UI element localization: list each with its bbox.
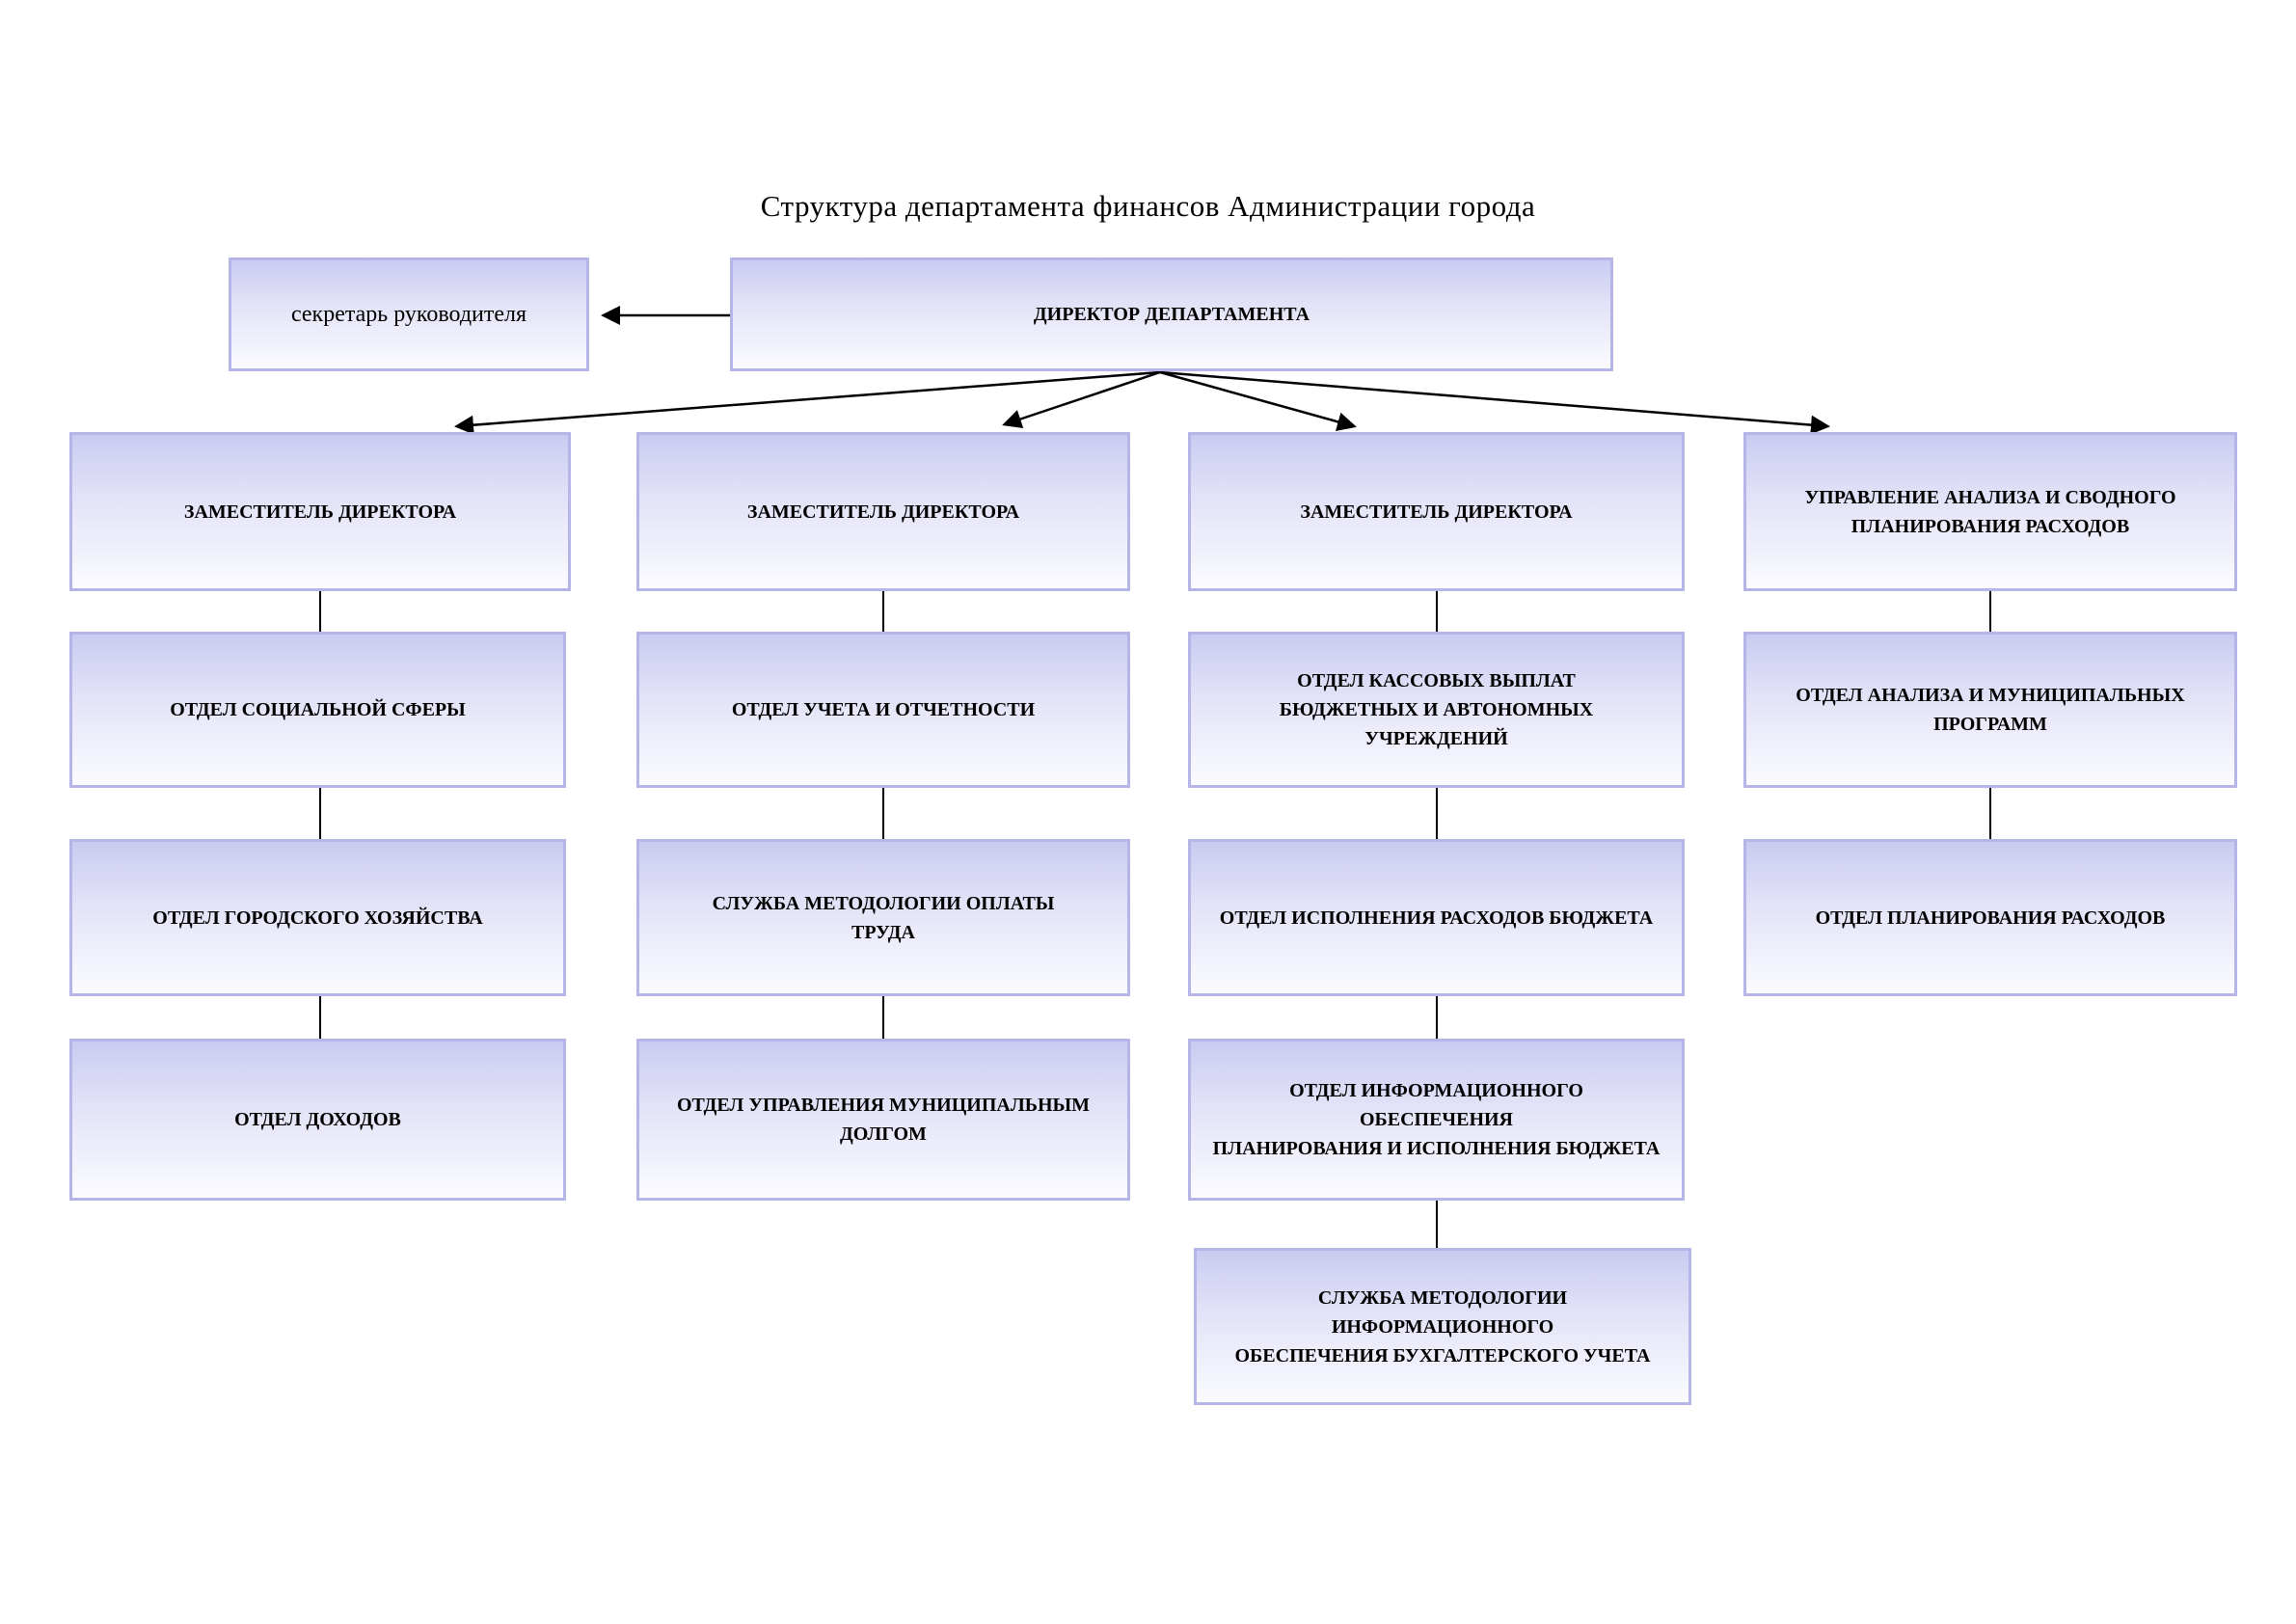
org-box-pay-methodology-service: СЛУЖБА МЕТОДОЛОГИИ ОПЛАТЫ ТРУДА [636,839,1130,996]
org-box-analysis-municipal-programs-dept: ОТДЕЛ АНАЛИЗА И МУНИЦИПАЛЬНЫХ ПРОГРАММ [1743,632,2237,788]
org-box-accounting-dept: ОТДЕЛ УЧЕТА И ОТЧЕТНОСТИ [636,632,1130,788]
org-box-label: ОТДЕЛ ДОХОДОВ [234,1109,401,1130]
org-box-expenditure-planning-dept: ОТДЕЛ ПЛАНИРОВАНИЯ РАСХОДОВ [1743,839,2237,996]
org-box-social-sphere-dept: ОТДЕЛ СОЦИАЛЬНОЙ СФЕРЫ [69,632,566,788]
org-box-label: ОТДЕЛ УПРАВЛЕНИЯ МУНИЦИПАЛЬНЫМ ДОЛГОМ [676,1095,1091,1145]
org-box-label: ОТДЕЛ КАССОВЫХ ВЫПЛАТ БЮДЖЕТНЫХ И АВТОНО… [1279,670,1594,749]
org-box-label: ОТДЕЛ ИСПОЛНЕНИЯ РАСХОДОВ БЮДЖЕТА [1219,907,1654,929]
org-box-accounting-info-methodology-service: СЛУЖБА МЕТОДОЛОГИИ ИНФОРМАЦИОННОГО ОБЕСП… [1194,1248,1691,1405]
org-box-deputy-director-1: ЗАМЕСТИТЕЛЬ ДИРЕКТОРА [69,432,571,591]
org-box-director-label: ДИРЕКТОР ДЕПАРТАМЕНТА [1033,304,1310,325]
org-box-label: ОТДЕЛ ГОРОДСКОГО ХОЗЯЙСТВА [152,907,483,929]
org-box-label: УПРАВЛЕНИЕ АНАЛИЗА И СВОДНОГО ПЛАНИРОВАН… [1804,486,2176,537]
org-box-information-support-dept: ОТДЕЛ ИНФОРМАЦИОННОГО ОБЕСПЕЧЕНИЯ ПЛАНИР… [1188,1039,1685,1201]
org-box-revenue-dept: ОТДЕЛ ДОХОДОВ [69,1039,566,1201]
org-box-label: ОТДЕЛ УЧЕТА И ОТЧЕТНОСТИ [731,699,1036,720]
org-box-label: ЗАМЕСТИТЕЛЬ ДИРЕКТОРА [1300,501,1573,523]
org-box-label: ОТДЕЛ АНАЛИЗА И МУНИЦИПАЛЬНЫХ ПРОГРАММ [1796,685,2185,735]
page-title: Структура департамента финансов Админист… [760,189,1536,223]
org-box-label: ОТДЕЛ СОЦИАЛЬНОЙ СФЕРЫ [170,699,466,720]
org-box-label: ЗАМЕСТИТЕЛЬ ДИРЕКТОРА [746,501,1020,523]
org-box-director: ДИРЕКТОР ДЕПАРТАМЕНТА [730,257,1613,371]
org-box-secretary: секретарь руководителя [229,257,589,371]
org-box-budget-expenditure-execution-dept: ОТДЕЛ ИСПОЛНЕНИЯ РАСХОДОВ БЮДЖЕТА [1188,839,1685,996]
org-box-secretary-label: секретарь руководителя [290,302,527,327]
org-box-label: СЛУЖБА МЕТОДОЛОГИИ ИНФОРМАЦИОННОГО ОБЕСП… [1234,1286,1651,1367]
org-box-city-economy-dept: ОТДЕЛ ГОРОДСКОГО ХОЗЯЙСТВА [69,839,566,996]
org-box-label: СЛУЖБА МЕТОДОЛОГИИ ОПЛАТЫ ТРУДА [712,892,1055,943]
org-box-cash-payments-dept: ОТДЕЛ КАССОВЫХ ВЫПЛАТ БЮДЖЕТНЫХ И АВТОНО… [1188,632,1685,788]
org-box-municipal-debt-dept: ОТДЕЛ УПРАВЛЕНИЯ МУНИЦИПАЛЬНЫМ ДОЛГОМ [636,1039,1130,1201]
org-box-deputy-director-3: ЗАМЕСТИТЕЛЬ ДИРЕКТОРА [1188,432,1685,591]
org-box-label: ОТДЕЛ ПЛАНИРОВАНИЯ РАСХОДОВ [1815,907,2166,929]
org-box-analysis-planning-directorate: УПРАВЛЕНИЕ АНАЛИЗА И СВОДНОГО ПЛАНИРОВАН… [1743,432,2237,591]
org-box-label: ОТДЕЛ ИНФОРМАЦИОННОГО ОБЕСПЕЧЕНИЯ ПЛАНИР… [1212,1080,1661,1159]
org-box-label: ЗАМЕСТИТЕЛЬ ДИРЕКТОРА [183,501,457,523]
org-box-deputy-director-2: ЗАМЕСТИТЕЛЬ ДИРЕКТОРА [636,432,1130,591]
